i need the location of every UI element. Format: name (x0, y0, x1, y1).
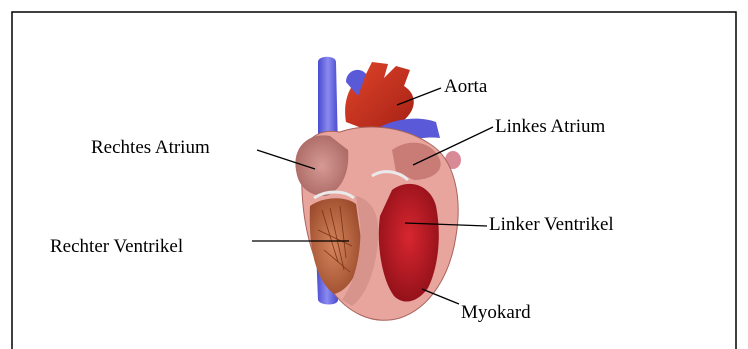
label-myokard: Myokard (461, 303, 531, 322)
left-ventricle (379, 184, 439, 302)
label-rechtes-atrium: Rechtes Atrium (91, 138, 210, 157)
label-aorta: Aorta (444, 77, 487, 96)
label-rechter-ventrikel: Rechter Ventrikel (50, 237, 183, 256)
label-linkes-atrium: Linkes Atrium (495, 117, 605, 136)
label-linker-ventrikel: Linker Ventrikel (489, 215, 614, 234)
